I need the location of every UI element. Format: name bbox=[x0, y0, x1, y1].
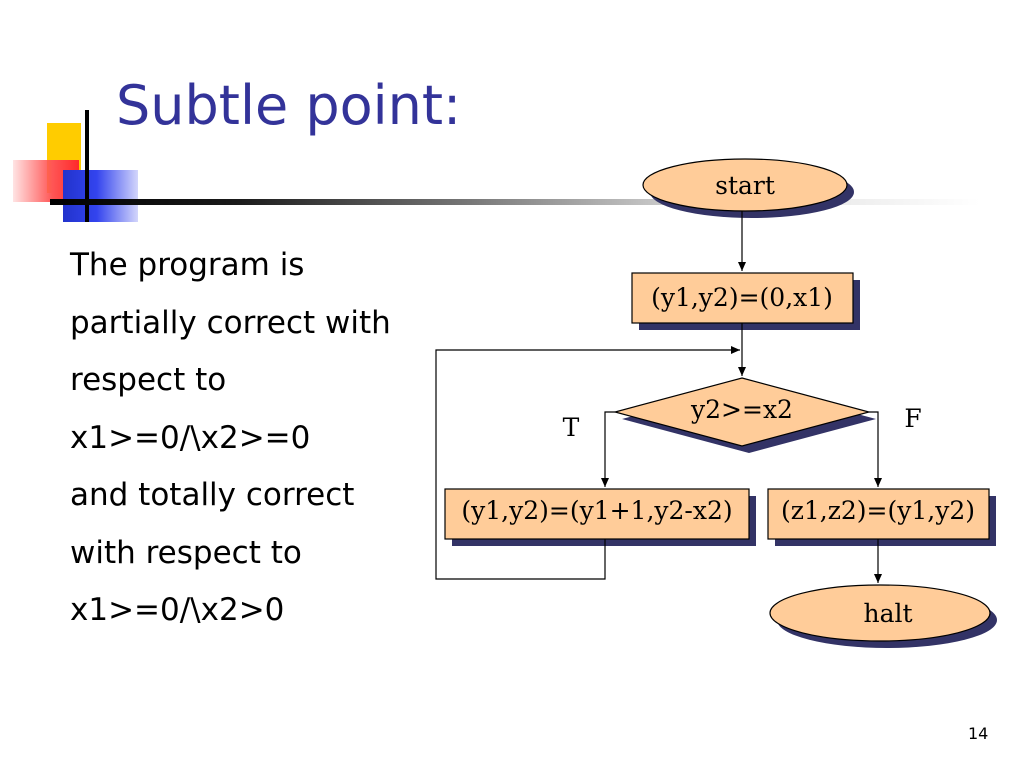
body-line: The program is bbox=[70, 247, 305, 283]
halt-node: halt bbox=[769, 584, 997, 648]
init-label: (y1,y2)=(0,x1) bbox=[651, 283, 833, 312]
body-line: with respect to bbox=[70, 534, 302, 571]
condition-label: y2>=x2 bbox=[690, 395, 793, 424]
body-line: x1>=0/\x2>=0 bbox=[70, 419, 311, 456]
start-label: start bbox=[715, 171, 775, 200]
true-branch-node: (y1,y2)=(y1+1,y2-x2) bbox=[444, 488, 756, 546]
decor-blue-square bbox=[63, 170, 138, 222]
halt-label: halt bbox=[863, 599, 912, 628]
body-text: The program is partially correct with re… bbox=[70, 237, 450, 640]
title-underline-rule bbox=[50, 199, 980, 205]
false-branch-node: (z1,z2)=(y1,y2) bbox=[767, 488, 996, 546]
body-line: x1>=0/\x2>0 bbox=[70, 592, 285, 628]
true-branch-label: (y1,y2)=(y1+1,y2-x2) bbox=[461, 496, 732, 525]
body-line: respect to bbox=[70, 362, 227, 398]
body-line: partially correct with bbox=[70, 304, 391, 341]
false-label: F bbox=[904, 404, 921, 433]
page-number: 14 bbox=[968, 724, 989, 743]
decision-node: y2>=x2 bbox=[612, 377, 876, 453]
false-branch-label: (z1,z2)=(y1,y2) bbox=[781, 496, 975, 525]
arrow-decision-false bbox=[869, 411, 882, 487]
arrow-loop-back bbox=[435, 346, 740, 580]
init-node: (y1,y2)=(0,x1) bbox=[631, 272, 860, 330]
body-line: and totally correct bbox=[70, 477, 355, 513]
slide-title: Subtle point: bbox=[116, 74, 462, 137]
arrow-decision-true bbox=[601, 411, 615, 487]
decor-vertical-line bbox=[85, 110, 89, 222]
start-node: start bbox=[642, 158, 854, 218]
true-label: T bbox=[563, 413, 580, 442]
